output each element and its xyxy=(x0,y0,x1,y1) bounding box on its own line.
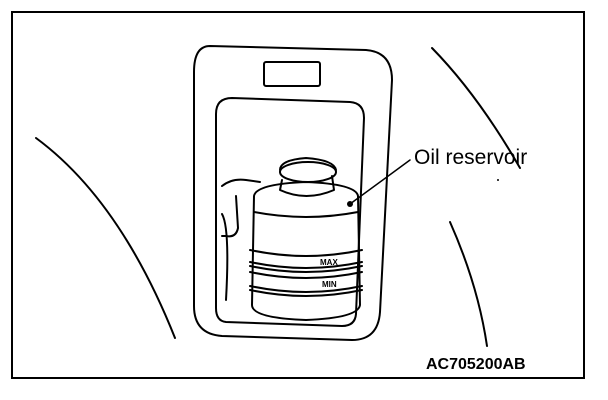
reservoir-cap xyxy=(279,175,335,197)
panel-curve-right-upper xyxy=(431,47,521,169)
reservoir-body xyxy=(251,181,361,321)
panel-slot xyxy=(263,61,321,87)
callout-leader xyxy=(349,159,411,205)
panel-curve-right-lower xyxy=(449,221,488,347)
bracket xyxy=(221,178,261,187)
cap-top xyxy=(279,161,337,183)
max-mark: MAX xyxy=(320,258,338,267)
panel-opening-outer xyxy=(193,45,393,341)
figure-code: AC705200AB xyxy=(426,356,526,373)
pipe-left xyxy=(221,195,239,238)
oil-reservoir-label: Oil reservoir xyxy=(414,146,528,169)
callout-dot xyxy=(347,201,353,207)
min-mark: MIN xyxy=(322,280,337,289)
panel-curve-left xyxy=(35,137,176,339)
panel-opening-inner xyxy=(215,97,365,327)
